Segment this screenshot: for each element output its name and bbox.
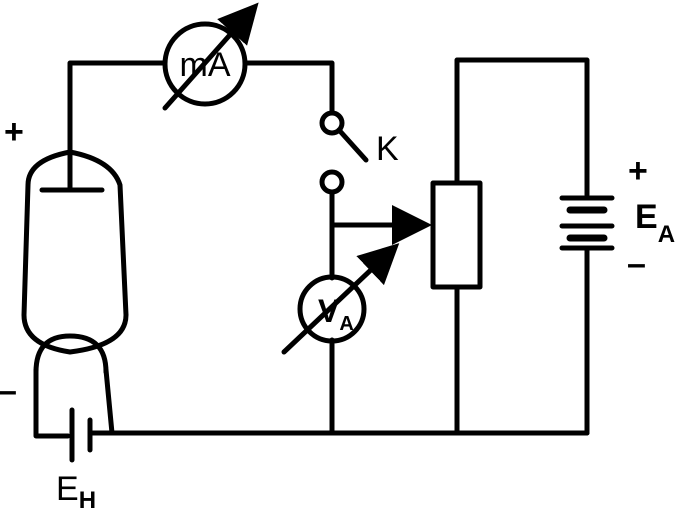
key-label: K [376,130,399,168]
heater-supply-label: EH [56,470,96,510]
right-loop-wire [454,57,590,198]
voltmeter-arrow [281,243,400,355]
filament-right-wire [103,367,115,436]
filament-left-wire [33,367,71,439]
potentiometer [329,180,483,290]
supply-minus-sign: – [627,245,646,283]
voltmeter: VA [281,243,400,355]
voltmeter-label: VA [318,293,354,335]
tube-plus-sign: + [4,113,24,151]
milliammeter-label: mA [180,46,231,84]
tube-envelope [21,149,129,355]
tube-minus-sign: – [0,372,17,410]
anode-lead [67,60,168,193]
tube-filament [33,333,109,375]
key-top-contact [319,110,345,136]
key-switch: K [319,110,399,195]
key-blade [336,127,369,163]
supply-plus-sign: + [628,152,648,190]
vacuum-diode-tube [21,149,129,375]
anode-supply-label: EA [635,198,675,248]
milliammeter-arrow [162,2,259,111]
potentiometer-body [430,180,483,290]
heater-battery [69,407,115,463]
voltmeter-body [297,274,367,344]
key-bottom-contact [319,169,345,195]
milliammeter-body [162,21,248,107]
wires [33,57,590,439]
top-wire-to-key [242,60,335,115]
anode-battery [559,195,615,251]
milliammeter: mA [162,2,259,111]
